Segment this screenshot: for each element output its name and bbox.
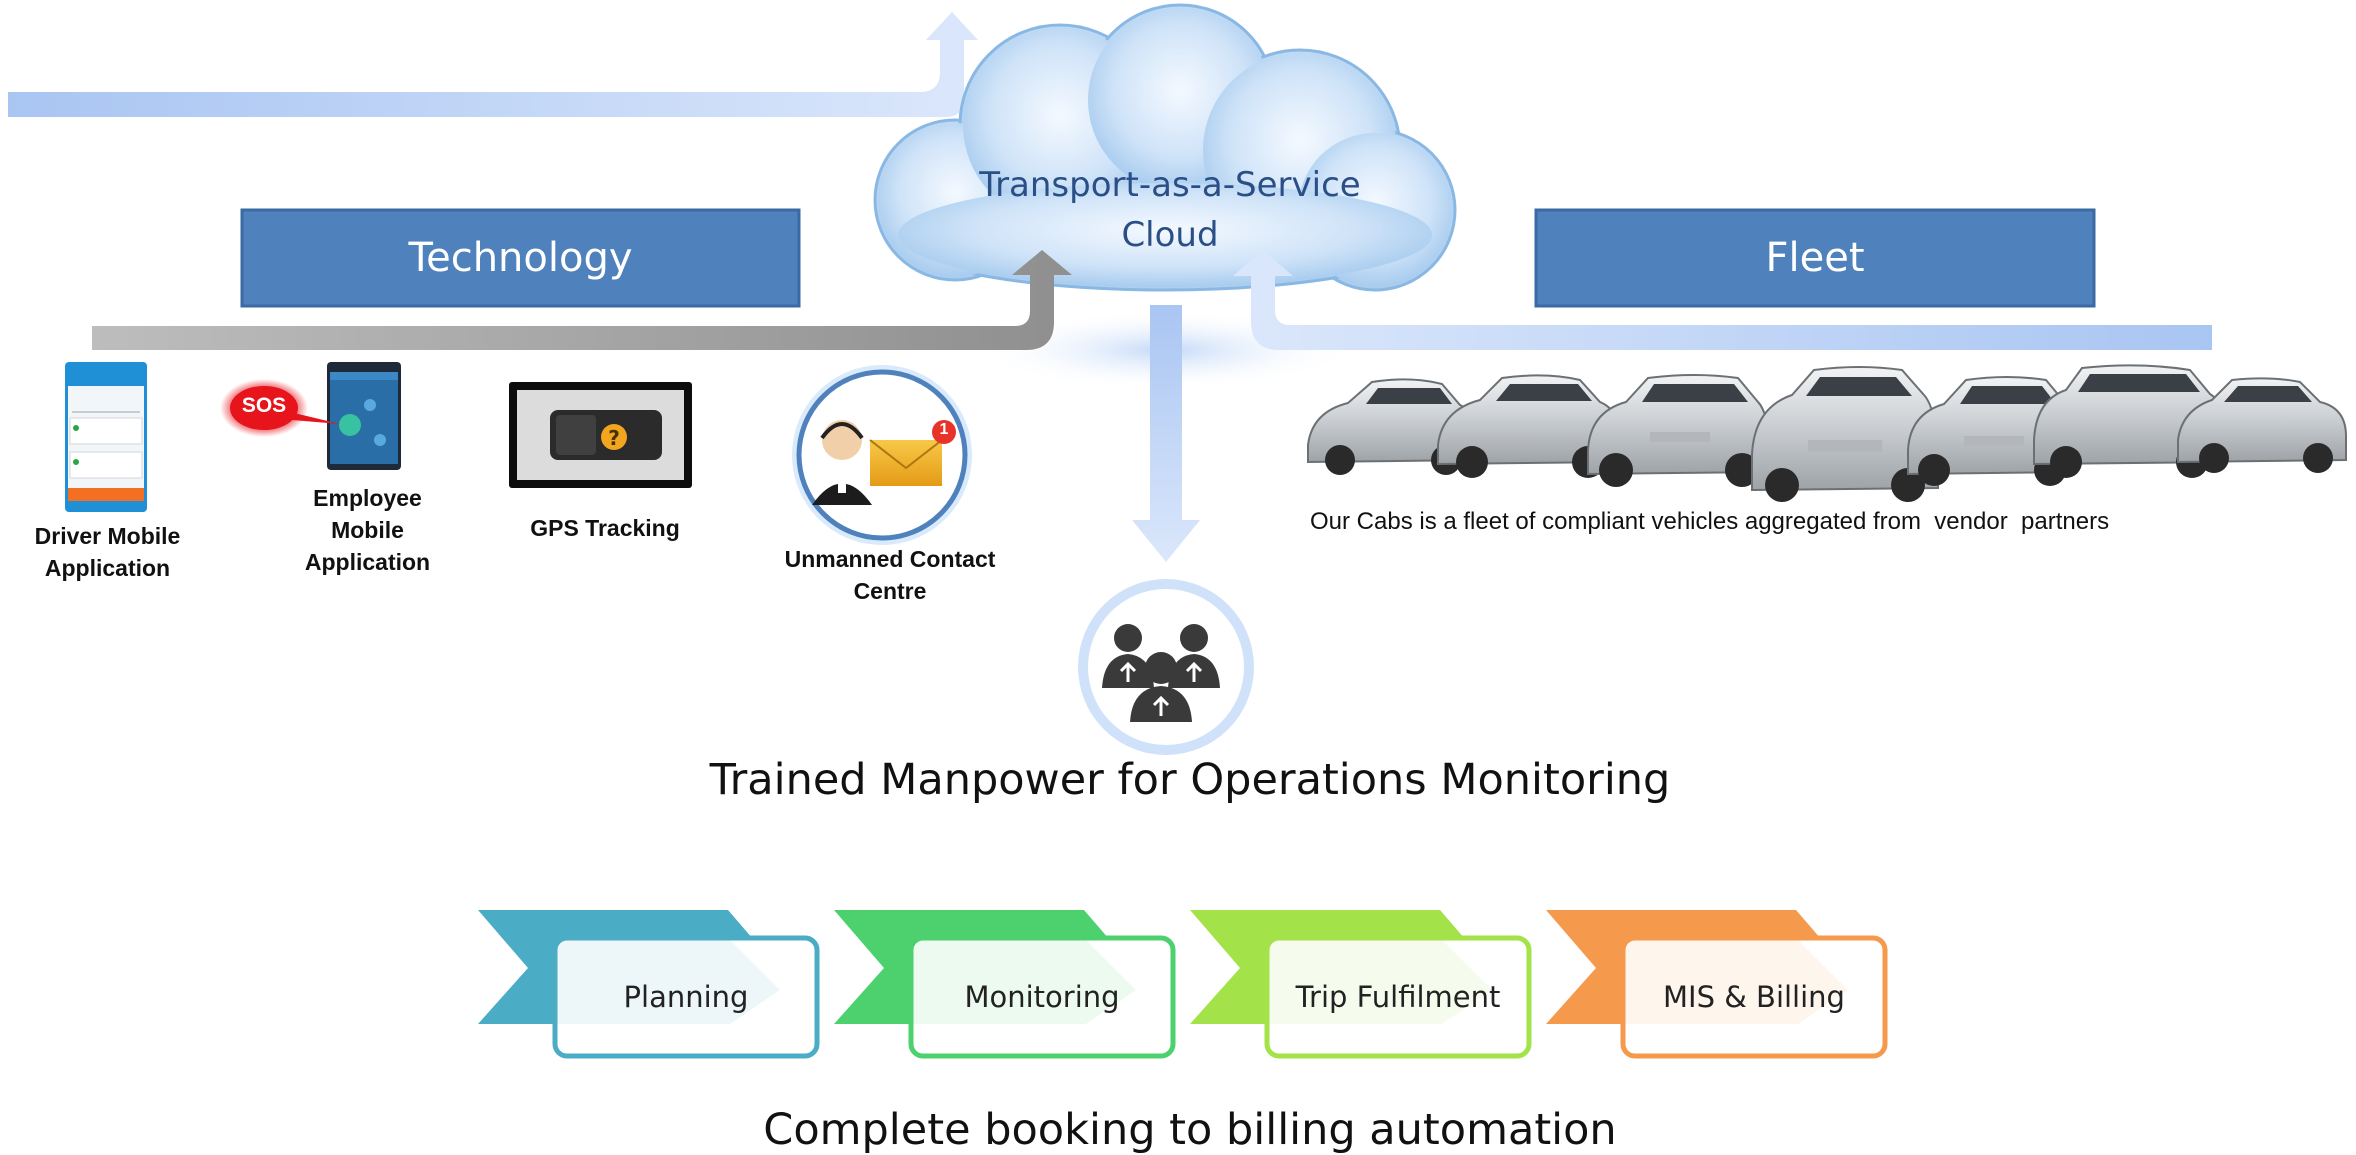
employee-app-caption-line2: Mobile — [331, 517, 404, 543]
cloud-title: Transport-as-a-Service Cloud — [930, 160, 1410, 260]
technology-flow-arrow — [92, 250, 1072, 350]
technology-label: Technology — [408, 235, 633, 281]
fleet-box — [1534, 208, 2096, 308]
manpower-icon — [1078, 579, 1254, 755]
driver-app-caption-line2: Application — [44, 555, 171, 581]
contact-centre-caption: Unmanned Contact Centre — [770, 543, 1010, 607]
process-chevron-planning — [478, 910, 820, 1059]
process-label-mis-billing: MIS & Billing — [1663, 980, 1845, 1014]
employee-app-caption-line1: Employee — [313, 485, 422, 511]
employee-phone-icon — [327, 362, 401, 470]
process-label-trip-fulfilment: Trip Fulfilment — [1295, 980, 1501, 1014]
employee-app-caption-line3: Application — [304, 549, 431, 575]
gps-caption: GPS Tracking — [530, 515, 680, 541]
gps-device-icon: ? — [509, 382, 692, 488]
process-chevron-trip-fulfilment — [1190, 910, 1532, 1059]
process-chevron-mis-billing — [1546, 910, 1888, 1059]
fleet-label: Fleet — [1765, 235, 1865, 281]
cloud-title-line1: Transport-as-a-Service — [979, 165, 1361, 205]
sos-label: SOS — [241, 394, 287, 417]
driver-phone-icon — [65, 362, 147, 512]
process-chevron-monitoring — [834, 910, 1176, 1059]
contact-centre-caption-line2: Centre — [853, 578, 927, 604]
fleet-description: Our Cabs is a fleet of compliant vehicle… — [1310, 508, 2110, 535]
footer-caption: Complete booking to billing automation — [763, 1105, 1617, 1155]
contact-centre-caption-line1: Unmanned Contact — [784, 546, 996, 572]
cloud-title-line2: Cloud — [1121, 215, 1219, 255]
driver-app-caption-line1: Driver Mobile — [34, 523, 181, 549]
employee-app-caption: Employee Mobile Application — [275, 482, 460, 578]
svg-text:?: ? — [608, 426, 620, 450]
top-flow-arrow — [8, 12, 978, 117]
driver-app-caption: Driver Mobile Application — [10, 520, 205, 584]
technology-box — [240, 208, 801, 308]
process-label-planning: Planning — [623, 980, 749, 1014]
manpower-caption: Trained Manpower for Operations Monitori… — [709, 755, 1671, 805]
contact-centre-icon — [792, 365, 972, 545]
fleet-flow-arrow — [1233, 250, 2212, 350]
mail-badge-count: 1 — [939, 421, 949, 438]
process-label-monitoring: Monitoring — [964, 980, 1120, 1014]
cloud-down-arrow — [1132, 305, 1200, 562]
sos-badge-icon — [220, 379, 340, 437]
fleet-cars-image — [1307, 364, 2347, 502]
